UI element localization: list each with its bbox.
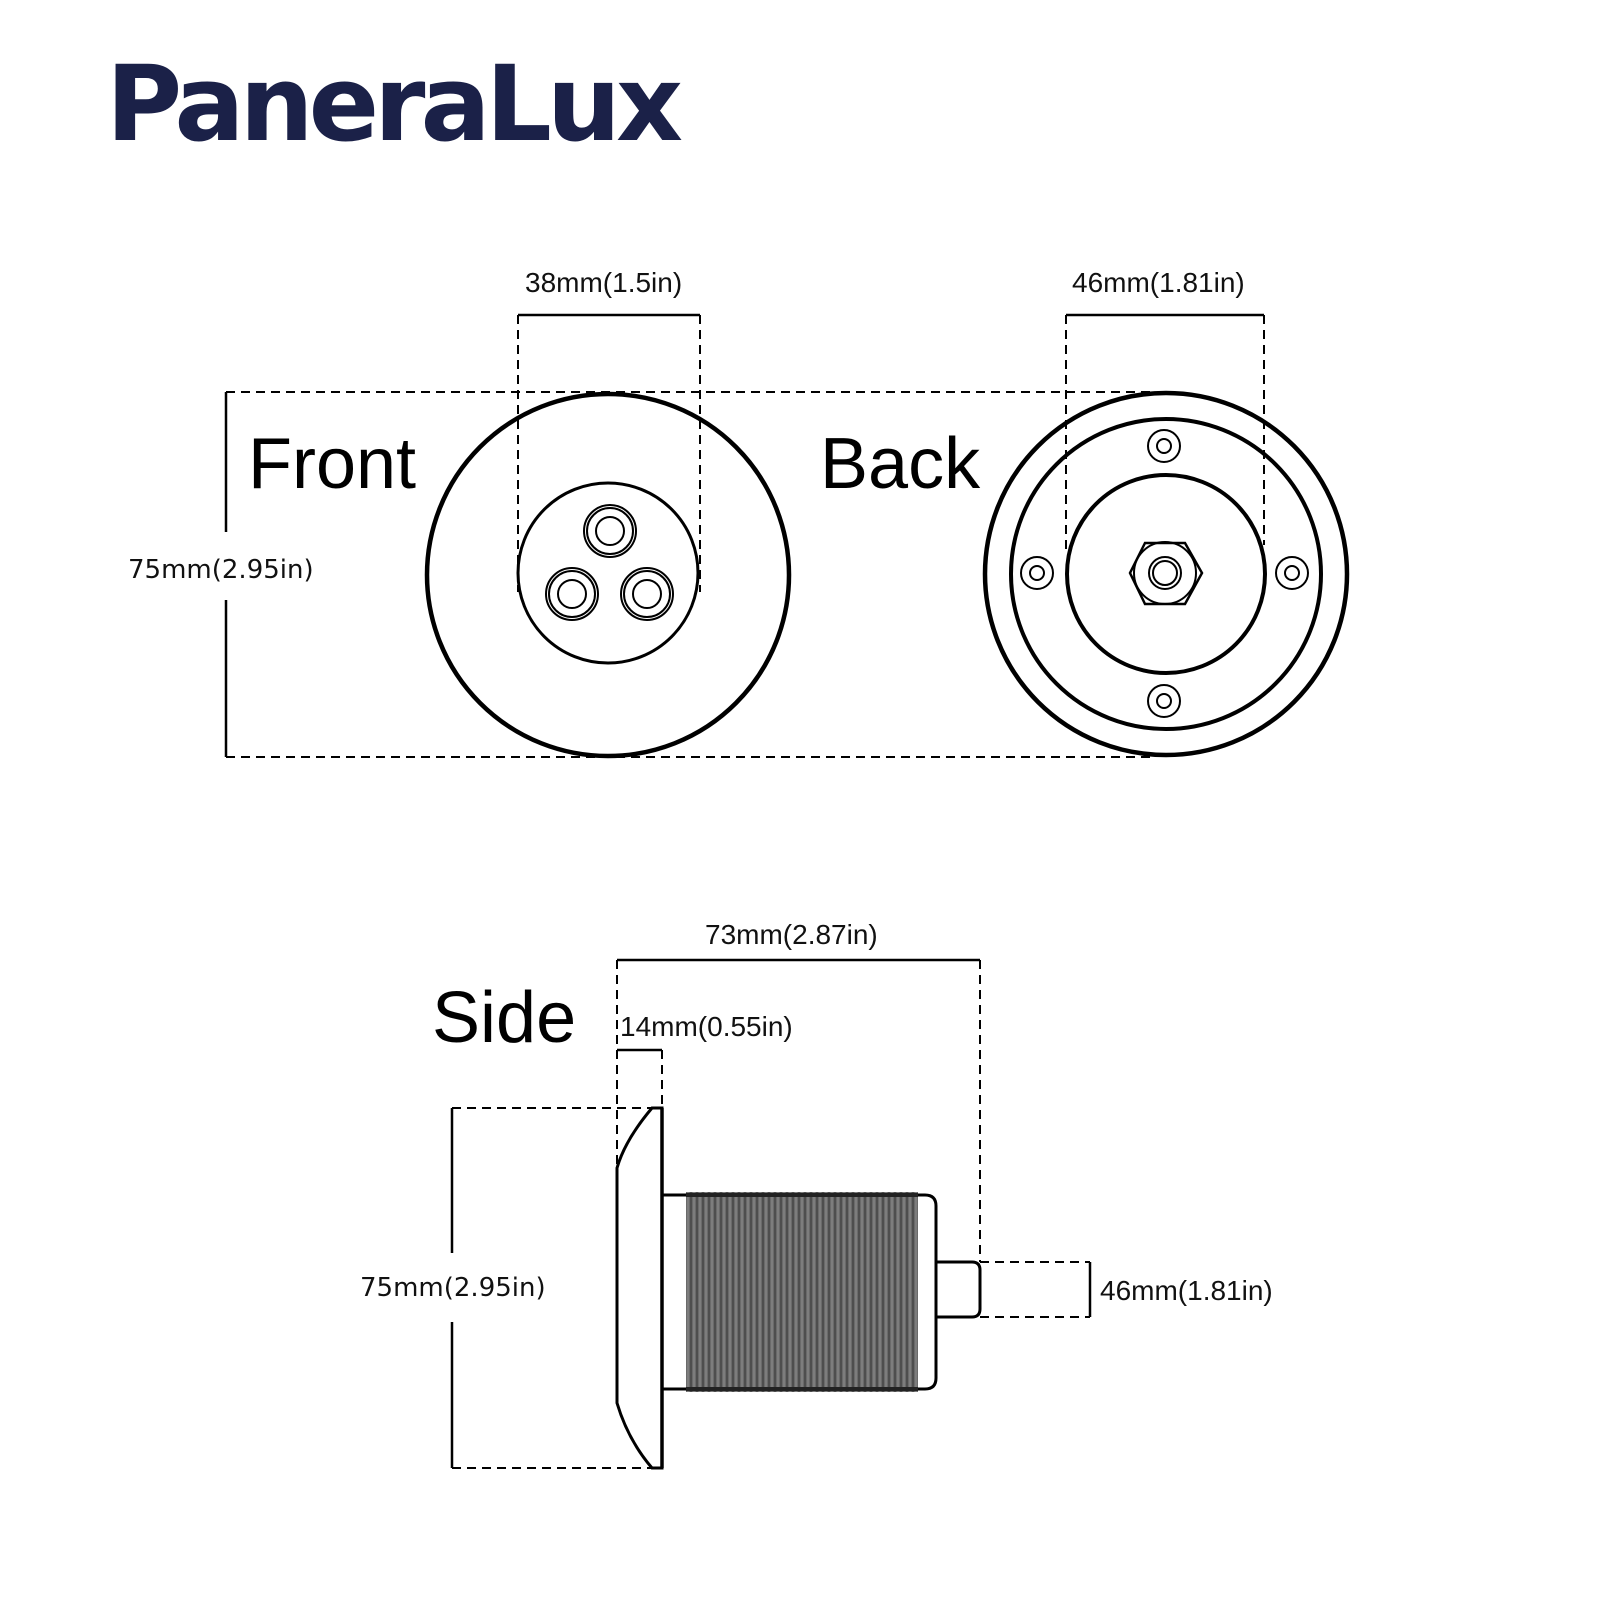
hex-fitting-icon: [1128, 541, 1204, 606]
side-length-label: 73mm(2.87in): [705, 919, 878, 950]
nozzle-diameter-label: 46mm(1.81in): [1100, 1275, 1273, 1306]
front-inner-face: [516, 481, 700, 665]
front-view-label: Front: [248, 424, 416, 504]
jet-nozzle-icon: [545, 567, 599, 621]
flange-thickness-dimension: 14mm(0.55in): [617, 1011, 793, 1108]
screw-hole-icon: [1147, 684, 1181, 718]
thread-texture: [686, 1192, 918, 1392]
front-view: Front 38mm(1.5in): [248, 267, 792, 759]
front-face-label: 38mm(1.5in): [525, 267, 682, 298]
overall-height-dimension: 75mm(2.95in): [128, 391, 1150, 758]
back-diameter-label: 46mm(1.81in): [1072, 267, 1245, 298]
front-outer-rim: [424, 391, 792, 759]
flange-profile: [615, 1106, 664, 1470]
screw-hole-icon: [1275, 556, 1309, 590]
brand-logo: PaneraLux: [106, 43, 683, 165]
jet-nozzle-icon: [620, 567, 674, 621]
screw-hole-icon: [1020, 556, 1054, 590]
back-body: [1065, 473, 1267, 675]
back-outer-rim: [982, 390, 1350, 758]
side-view-label: Side: [432, 978, 576, 1058]
jet-nozzle-icon: [583, 504, 637, 558]
side-length-dimension: 73mm(2.87in): [616, 919, 981, 1262]
flange-height-label: 75mm(2.95in): [360, 1273, 546, 1303]
back-view-label: Back: [820, 424, 981, 504]
threaded-body: [662, 1192, 938, 1392]
screw-hole-icon: [1147, 429, 1181, 463]
back-view: Back 46mm(1.81: [820, 267, 1350, 758]
back-mounting-flange: [1009, 417, 1323, 731]
front-face-dimension: 38mm(1.5in): [517, 267, 701, 592]
side-view: Side 73mm(2.87in) 14mm(0.55in) 75mm(2.95…: [360, 919, 1273, 1470]
back-diameter-dimension: 46mm(1.81in): [1065, 267, 1265, 552]
nozzle-diameter-dimension: 46mm(1.81in): [980, 1261, 1273, 1318]
front-height-label: 75mm(2.95in): [128, 555, 314, 585]
nozzle-stub: [936, 1260, 982, 1319]
flange-thickness-label: 14mm(0.55in): [620, 1011, 793, 1042]
flange-height-dimension: 75mm(2.95in): [360, 1107, 660, 1469]
